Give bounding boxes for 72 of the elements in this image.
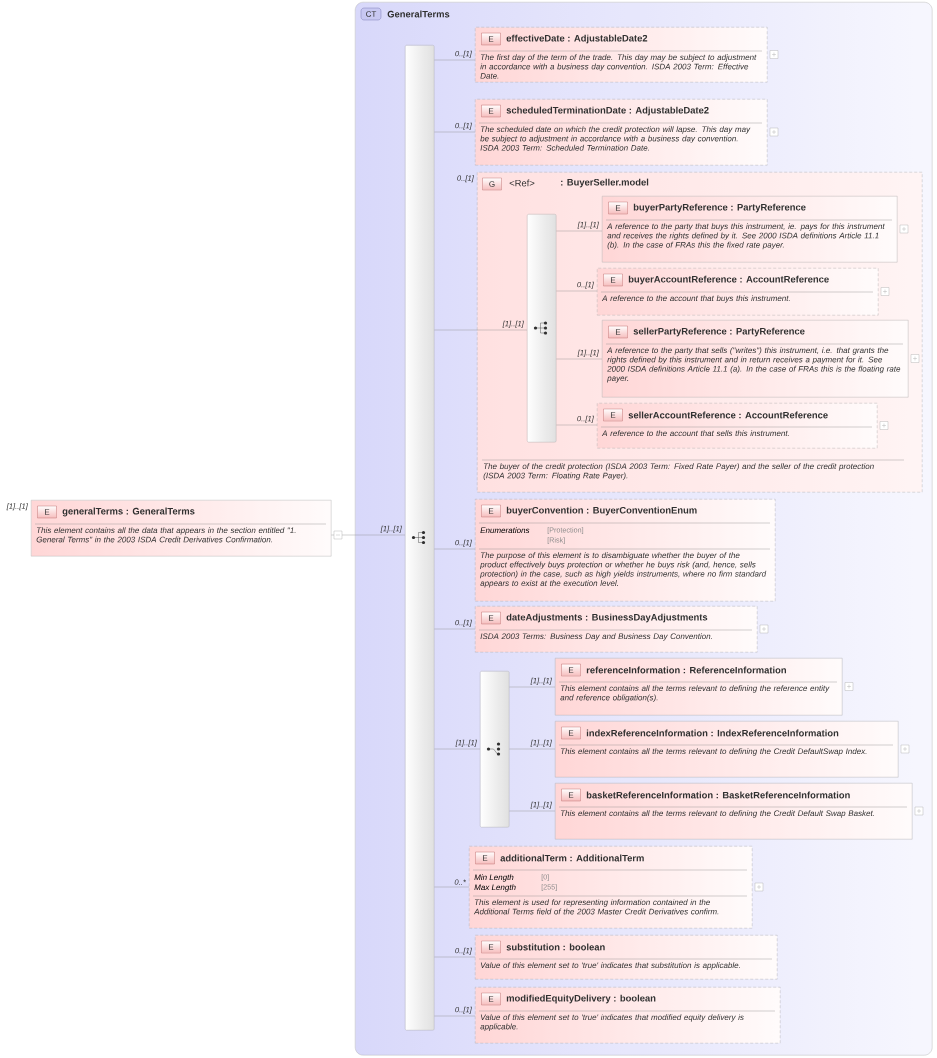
compositor-bar [527, 214, 557, 443]
element-badge: E [603, 408, 623, 422]
element-badge: E [481, 104, 501, 118]
group-badge: G [482, 177, 502, 191]
element-box [469, 846, 753, 929]
element-title: scheduledTerminationDate : AdjustableDate2 [506, 106, 709, 116]
element-description: The purpose of this element is to disambiguate whether the buyer of the product effectively buys protection or whether he buys risk (and, hence, sells protection) in the case, such as high yields instruments, where no firm standard appears to exist at the execution level. [480, 552, 767, 588]
element-box [475, 99, 768, 166]
element-badge: E [475, 851, 495, 865]
element-description: Value of this element set to 'true' indicates that substitution is applicable. [480, 962, 740, 970]
element-badge: E [481, 992, 501, 1006]
group-title: : BuyerSeller.model [561, 178, 649, 188]
element-description: A reference to the account that sells this instrument. [601, 430, 789, 437]
facet-name: Enumerations [480, 527, 530, 534]
element-box [475, 935, 778, 980]
reference-label: <Ref> [509, 179, 535, 187]
element-title: modifiedEquityDelivery : boolean [506, 994, 656, 1004]
element-badge: E [603, 273, 623, 287]
element-box [597, 268, 879, 316]
facet-name: Max Length [474, 884, 516, 892]
element-badge: E [481, 504, 501, 518]
element-badge: E [561, 726, 581, 740]
element-description: This element contains all the terms relevant to defining the Credit Default Swap Basket. [560, 810, 874, 818]
element-description: Value of this element set to 'true' indicates that modified equity delivery is applicable. [480, 1014, 744, 1031]
compositor-bar [480, 671, 510, 828]
element-badge: E [481, 611, 501, 625]
compositor-bar [405, 45, 435, 1031]
element-badge: E [481, 32, 501, 46]
element-description: This element contains all the terms relevant to defining the Credit DefaultSwap Index. [560, 748, 867, 756]
element-box [475, 499, 776, 602]
element-title: generalTerms : GeneralTerms [62, 507, 195, 517]
element-box [555, 783, 913, 840]
type-badge: CT [360, 7, 382, 21]
element-title: referenceInformation : ReferenceInformation [586, 666, 786, 674]
element-badge: E [481, 940, 501, 954]
element-box [31, 500, 332, 557]
element-description: ISDA 2003 Terms: Business Day and Business Day Convention. [480, 633, 712, 641]
element-title: buyerPartyReference : PartyReference [633, 203, 806, 213]
element-box [475, 987, 781, 1044]
element-title: sellerPartyReference : PartyReference [633, 327, 805, 337]
element-description: The scheduled date on which the credit protection will lapse. This day may be subject to adjustment in accordance with a business day convention. ISDA 2003 Term: Scheduled Termination Date. [480, 126, 751, 151]
element-title: substitution : boolean [506, 943, 605, 951]
element-title: buyerAccountReference : AccountReference [628, 275, 829, 285]
element-title: effectiveDate : AdjustableDate2 [506, 34, 648, 44]
element-description: A reference to the account that buys this instrument. [601, 295, 790, 303]
element-description: This element contains all the data that appears in the section entitled "1. General Terms" in the 2003 ISDA Credit Derivatives Confirmation. [36, 527, 296, 543]
element-box [555, 721, 899, 778]
element-description: This element is used for representing information contained in the Additional Terms field of the 2003 Master Credit Derivatives confirm. [473, 899, 719, 915]
element-description: This element contains all the terms relevant to defining the reference entity and reference obligation(s). [560, 685, 830, 702]
type-title: GeneralTerms [387, 10, 450, 18]
element-box [475, 27, 768, 83]
element-description: A reference to the party that buys this instrument, ie. pays for this instrument and receives the rights defined by it. See 2000 ISDA definitions Article 11.1 (b). In the case of FRAs this the fixed rate payer. [606, 223, 885, 250]
element-badge: E [608, 201, 628, 215]
element-box [602, 196, 898, 263]
element-box [602, 320, 909, 398]
element-title: basketReferenceInformation : BasketReferenceInformation [586, 791, 850, 799]
element-title: indexReferenceInformation : IndexReferenceInformation [586, 729, 839, 737]
element-description: A reference to the party that sells ("writes") this instrument, i.e. that grants the rights defined by this instrument and in return receives a payment for it. See 2000 ISDA definitions Article 11.1 (a). In the case of FRAs this is the floating rate payer. [606, 347, 901, 383]
element-box [597, 403, 878, 449]
element-title: buyerConvention : BuyerConventionEnum [506, 506, 697, 516]
element-title: dateAdjustments : BusinessDayAdjustments [506, 613, 708, 623]
group-description: The buyer of the credit protection (ISDA 2003 Term: Fixed Rate Payer) and the seller of the credit protection (ISDA 2003 Term: Floating Rate Payer). [483, 463, 874, 480]
element-badge: E [561, 663, 581, 677]
element-badge: E [561, 788, 581, 802]
facet-name: Min Length [474, 874, 514, 882]
element-badge: E [608, 325, 628, 339]
element-description: The first day of the term of the trade. This day may be subject to adjustment in accordance with a business day convention. ISDA 2003 Term: Effective Date. [480, 54, 757, 79]
element-box [555, 658, 843, 716]
element-box [475, 606, 758, 653]
element-title: sellerAccountReference : AccountReference [628, 411, 828, 419]
element-title: additionalTerm : AdditionalTerm [500, 854, 644, 862]
element-badge: E [37, 505, 57, 519]
